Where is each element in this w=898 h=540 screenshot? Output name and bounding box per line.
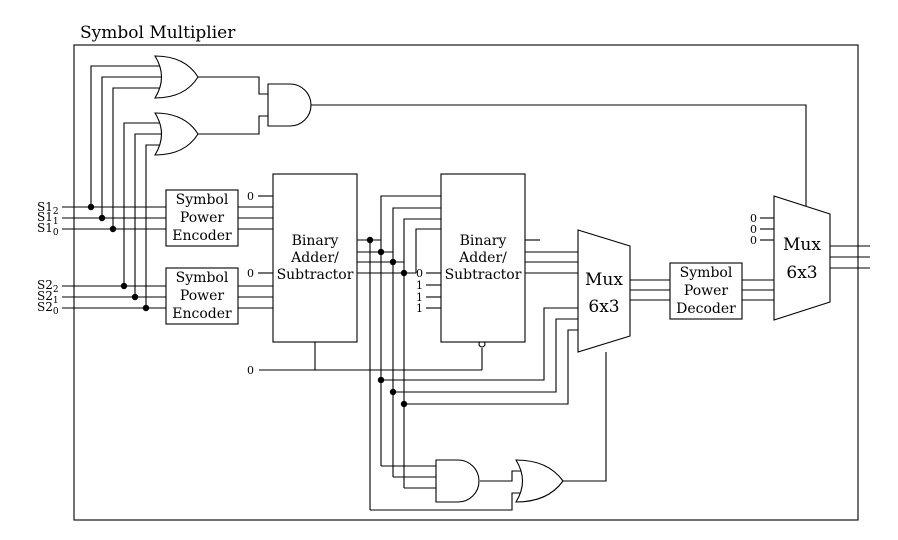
mux-6x3-2: Mux 6x3 (773, 195, 831, 321)
symbol-power-decoder: Symbol Power Decoder (669, 262, 743, 320)
const-mux2-1: 0 (750, 223, 757, 236)
svg-text:Encoder: Encoder (172, 306, 232, 322)
decoder-outputs (742, 217, 774, 301)
input-label-s2-2: S22 (37, 278, 59, 295)
mux1-second-inputs (377, 307, 578, 408)
or-gate-2 (154, 112, 199, 156)
svg-text:Adder/: Adder/ (458, 250, 507, 266)
svg-text:Symbol: Symbol (176, 192, 229, 208)
svg-text:Binary: Binary (292, 233, 339, 249)
svg-text:Adder/: Adder/ (290, 250, 339, 266)
svg-text:Encoder: Encoder (172, 228, 232, 244)
diagram-title: Symbol Multiplier (80, 23, 236, 43)
svg-text:Decoder: Decoder (676, 301, 736, 317)
input-label-s2-1: S21 (37, 289, 59, 306)
input-wires (62, 206, 166, 309)
const-adder1-top: 0 (247, 190, 254, 203)
outer-frame (73, 44, 859, 521)
svg-text:Symbol: Symbol (680, 265, 733, 281)
const-adder2-3: 1 (416, 302, 423, 315)
svg-text:Power: Power (180, 210, 225, 226)
binary-adder-subtractor-1: Binary Adder/ Subtractor (272, 173, 358, 343)
adder2-outputs (525, 239, 578, 274)
s1-taps (87, 65, 166, 233)
svg-text:Mux: Mux (783, 235, 821, 255)
svg-text:6x3: 6x3 (588, 297, 619, 317)
const-mux2-2: 0 (750, 234, 757, 247)
svg-text:6x3: 6x3 (786, 263, 817, 283)
input-label-s1-0: S10 (37, 221, 59, 238)
encoder-outputs (238, 195, 273, 309)
symbol-power-encoder-1: Symbol Power Encoder (165, 189, 239, 247)
or-gate-bottom (515, 459, 564, 503)
svg-text:Power: Power (180, 288, 225, 304)
adder1-outputs (357, 195, 441, 510)
input-label-s2-0: S20 (37, 300, 59, 317)
const-adder2-1: 1 (416, 279, 423, 292)
svg-text:Subtractor: Subtractor (445, 267, 522, 283)
and-gate-zero-detect (267, 83, 312, 127)
const-mux2-0: 0 (750, 212, 757, 225)
or-gate-1 (154, 55, 199, 99)
const-adder1-mid: 0 (247, 267, 254, 280)
and-gate-bottom (435, 459, 480, 503)
svg-text:Mux: Mux (585, 270, 623, 290)
mux-6x3-1: Mux 6x3 (577, 229, 631, 353)
svg-text:Power: Power (684, 283, 729, 299)
const-adder1-control: 0 (247, 364, 254, 377)
input-label-s1-2: S12 (37, 200, 59, 217)
final-outputs (830, 245, 870, 269)
const-adder2-0: 0 (416, 267, 423, 280)
symbol-power-encoder-2: Symbol Power Encoder (165, 267, 239, 325)
const-adder2-2: 1 (416, 291, 423, 304)
input-label-s1-1: S11 (37, 210, 59, 227)
mux1-outputs (630, 279, 670, 301)
svg-text:Subtractor: Subtractor (277, 267, 354, 283)
binary-adder-subtractor-2: Binary Adder/ Subtractor (440, 173, 526, 343)
bottom-wires (370, 352, 607, 511)
svg-text:Symbol: Symbol (176, 270, 229, 286)
svg-text:Binary: Binary (460, 233, 507, 249)
